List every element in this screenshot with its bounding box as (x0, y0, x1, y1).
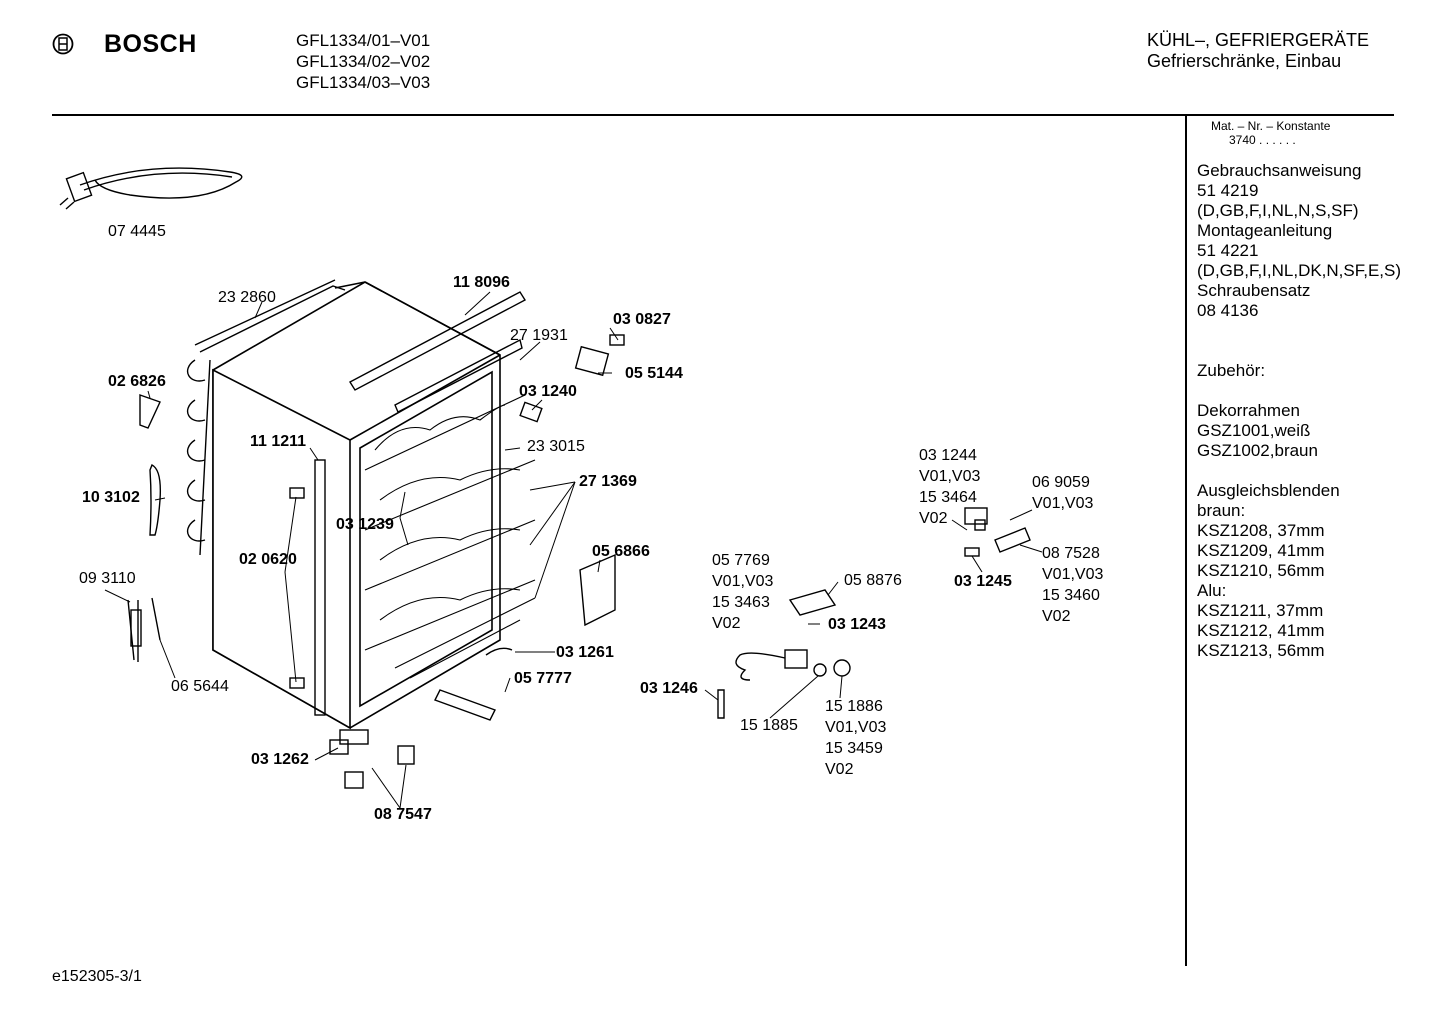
sidebar-line: Montageanleitung (1197, 221, 1333, 240)
category-line: KÜHL–, GEFRIERGERÄTE (1147, 30, 1370, 50)
header-divider (52, 114, 1394, 116)
part-label: 15 1885 (740, 717, 798, 734)
part-label: 11 8096 (453, 274, 510, 291)
sidebar-line: GSZ1002,braun (1197, 441, 1318, 460)
part-label: 15 3460 (1042, 587, 1100, 604)
category-title: KÜHL–, GEFRIERGERÄTE Gefrierschränke, Ei… (1147, 30, 1369, 72)
sidebar-line: Gebrauchsanweisung (1197, 161, 1362, 180)
part-label: 03 1246 (640, 680, 698, 697)
part-label-group: 15 1886 V01,V03 15 3459 V02 (825, 696, 886, 780)
part-label-group: 08 7528 V01,V03 15 3460 V02 (1042, 543, 1103, 627)
part-label-group: 06 9059 V01,V03 (1032, 472, 1093, 514)
thermostat-drawing (717, 507, 1031, 719)
sidebar-line: 08 4136 (1197, 301, 1259, 320)
part-label: 02 0620 (239, 551, 297, 568)
bosch-logo-icon (52, 33, 74, 55)
sidebar-line (1197, 461, 1401, 481)
part-label-variant: V01,V03 (712, 573, 774, 590)
sidebar-line (1197, 381, 1401, 401)
part-label-variant: V01,V03 (1032, 495, 1094, 512)
part-label: 03 1261 (556, 644, 614, 661)
part-label: 23 3015 (527, 438, 585, 455)
part-label: 06 5644 (171, 678, 229, 695)
sidebar-line: KSZ1209, 41mm (1197, 541, 1325, 560)
leader-lines (104, 291, 1043, 809)
part-label: 03 1243 (828, 616, 886, 633)
model-line: GFL1334/01–V01 (296, 31, 431, 50)
category-line: Gefrierschränke, Einbau (1147, 51, 1342, 71)
part-label: 03 1262 (251, 751, 309, 768)
part-label: 15 3463 (712, 594, 770, 611)
part-label: 06 9059 (1032, 474, 1090, 491)
part-label: 03 0827 (613, 311, 671, 328)
part-label: 03 1240 (519, 383, 577, 400)
part-label: 05 7769 (712, 552, 770, 569)
part-label: 05 8876 (844, 572, 902, 589)
part-label: 23 2860 (218, 289, 276, 306)
sidebar-line: KSZ1208, 37mm (1197, 521, 1325, 540)
sidebar-line: 51 4221 (1197, 241, 1259, 260)
part-label: 27 1931 (510, 327, 568, 344)
model-line: GFL1334/03–V03 (296, 73, 431, 92)
sidebar-line: KSZ1213, 56mm (1197, 641, 1325, 660)
part-label-variant: V01,V03 (825, 719, 887, 736)
part-label-group: 03 1244 V01,V03 15 3464 V02 (919, 445, 980, 529)
part-label: 15 3459 (825, 740, 883, 757)
document-code: e152305-3/1 (52, 968, 142, 985)
sidebar-line: Ausgleichsblenden (1197, 481, 1340, 500)
mat-nr-value: 3740 . . . . . . (1229, 133, 1296, 147)
part-label-variant: V02 (919, 510, 948, 527)
sidebar-line: Alu: (1197, 581, 1227, 600)
hinge-parts-drawing (127, 334, 625, 789)
sidebar-line: KSZ1211, 37mm (1197, 601, 1324, 620)
exploded-view-drawing (59, 167, 1043, 809)
sidebar-line: Schraubensatz (1197, 281, 1311, 300)
sidebar-line: 51 4219 (1197, 181, 1259, 200)
part-label-variant: V01,V03 (1042, 566, 1104, 583)
part-label: 03 1244 (919, 447, 977, 464)
part-label-variant: V01,V03 (919, 468, 981, 485)
sidebar-line: KSZ1212, 41mm (1197, 621, 1325, 640)
sidebar-line (1197, 321, 1401, 341)
sidebar-line: Zubehör: (1197, 361, 1266, 380)
part-label: 11 1211 (250, 433, 307, 450)
part-label: 03 1245 (954, 573, 1012, 590)
sidebar-divider (1185, 116, 1187, 966)
sidebar-line: GSZ1001,weiß (1197, 421, 1311, 440)
part-label-variant: V02 (712, 615, 741, 632)
mat-nr-block: Mat. – Nr. – Konstante 3740 . . . . . . (1211, 119, 1330, 147)
part-label: 07 4445 (108, 223, 166, 240)
part-label: 09 3110 (79, 570, 136, 587)
part-label: 05 7777 (514, 670, 572, 687)
part-label: 10 3102 (82, 489, 140, 506)
brand-name: BOSCH (104, 30, 197, 58)
part-label: 05 6866 (592, 543, 650, 560)
part-label: 05 5144 (625, 365, 683, 382)
part-label: 15 1886 (825, 698, 883, 715)
top-rail-drawing (349, 291, 526, 413)
part-label: 27 1369 (579, 473, 637, 490)
part-label-group: 05 7769 V01,V03 15 3463 V02 (712, 550, 773, 634)
part-label: 08 7547 (374, 806, 432, 823)
part-label: 15 3464 (919, 489, 977, 506)
sidebar-line: Dekorrahmen (1197, 401, 1300, 420)
part-label-variant: V02 (1042, 608, 1071, 625)
sidebar-line: KSZ1210, 56mm (1197, 561, 1325, 580)
sidebar-line (1197, 341, 1401, 361)
cabinet-drawing (212, 281, 501, 730)
part-label: 08 7528 (1042, 545, 1100, 562)
condenser-drawing (186, 279, 346, 556)
sidebar-line: (D,GB,F,I,NL,DK,N,SF,E,S) (1197, 261, 1402, 280)
part-label: 02 6826 (108, 373, 166, 390)
evaporator-shelves-drawing (364, 394, 536, 679)
power-cord-drawing (59, 167, 243, 210)
part-label: 03 1239 (336, 516, 394, 533)
model-line: GFL1334/02–V02 (296, 52, 431, 71)
model-list: GFL1334/01–V01 GFL1334/02–V02 GFL1334/03… (296, 30, 430, 93)
sidebar-line: (D,GB,F,I,NL,N,S,SF) (1197, 201, 1359, 220)
part-label-variant: V02 (825, 761, 854, 778)
sidebar-line: braun: (1197, 501, 1246, 520)
mat-nr-title: Mat. – Nr. – Konstante (1211, 119, 1331, 133)
